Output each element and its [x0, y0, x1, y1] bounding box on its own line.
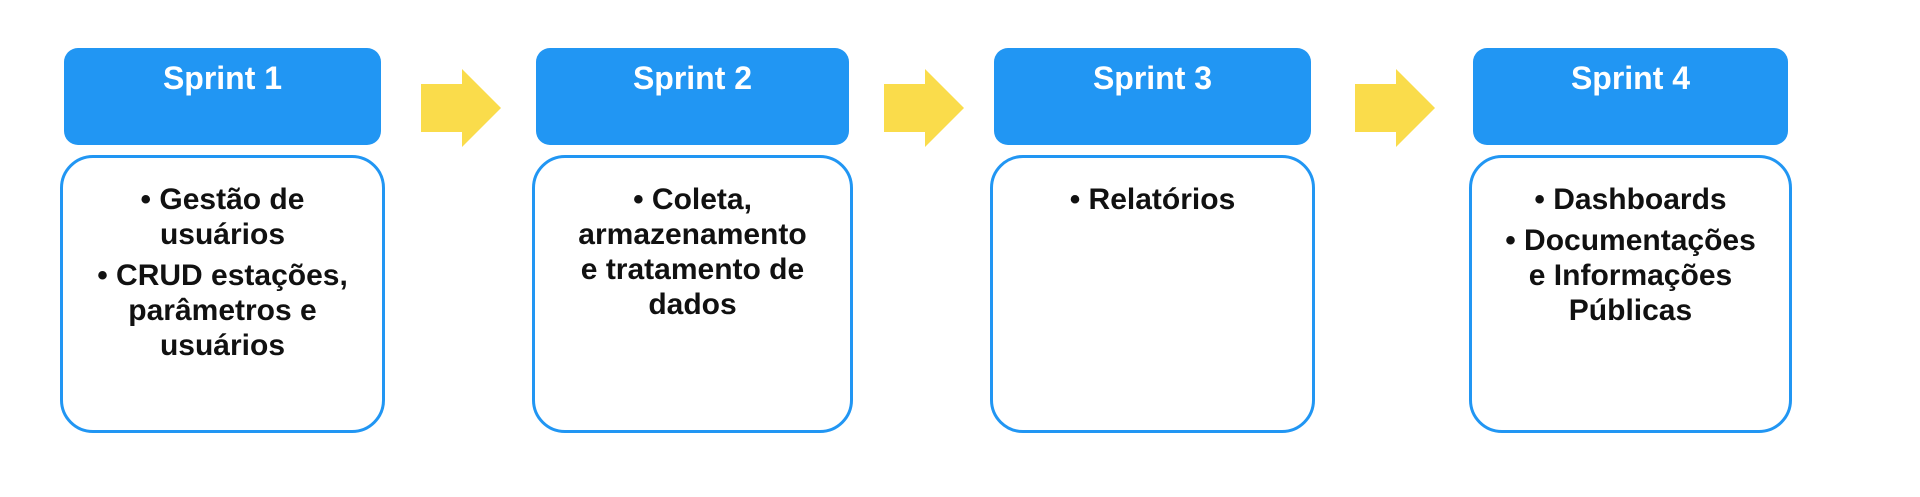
- sprint-3-header: Sprint 3: [994, 48, 1311, 145]
- bullet-item: • Relatórios: [1069, 183, 1236, 216]
- bullet-item: • Coleta, armazenamento e tratamento de …: [578, 183, 807, 321]
- bullet-item: • Documentações e Informações Públicas: [1505, 224, 1756, 327]
- bullet-item: • CRUD estações, parâmetros e usuários: [97, 259, 348, 362]
- sprint-2-header: Sprint 2: [536, 48, 849, 145]
- sprint-1-title: Sprint 1: [162, 60, 283, 96]
- sprint-1-header: Sprint 1: [64, 48, 381, 145]
- sprint-3-title: Sprint 3: [1092, 60, 1213, 96]
- right-arrow-icon: [1355, 69, 1435, 147]
- right-arrow-icon: [421, 69, 501, 147]
- sprint-4-title: Sprint 4: [1570, 60, 1691, 96]
- sprint-3-content-box: • Relatórios: [990, 155, 1315, 433]
- bullet-item: • Gestão de usuários: [140, 183, 305, 251]
- sprint-1-content-box: • Gestão de usuários • CRUD estações, pa…: [60, 155, 385, 433]
- sprint-2-title: Sprint 2: [632, 60, 753, 96]
- bullet-item: • Dashboards: [1534, 183, 1727, 216]
- sprint-2-content-box: • Coleta, armazenamento e tratamento de …: [532, 155, 853, 433]
- sprint-4-content-box: • Dashboards • Documentações e Informaçõ…: [1469, 155, 1792, 433]
- sprint-4-header: Sprint 4: [1473, 48, 1788, 145]
- right-arrow-icon: [884, 69, 964, 147]
